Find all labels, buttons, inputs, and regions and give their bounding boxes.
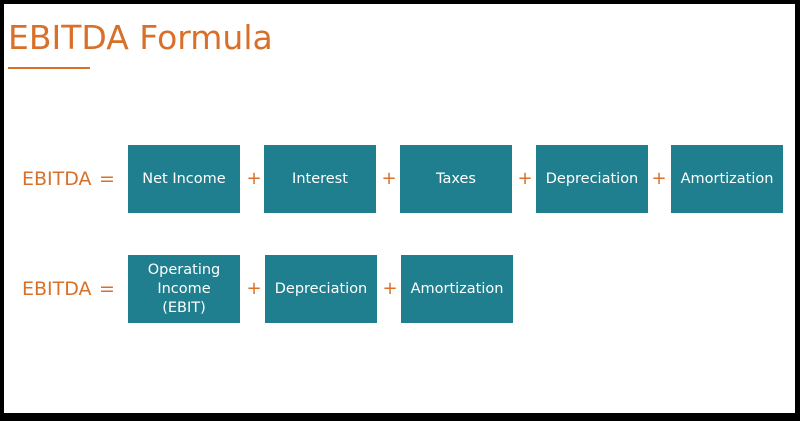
plus-sign: + <box>517 168 533 189</box>
plus-sign: + <box>246 278 262 299</box>
plus-sign: + <box>382 278 398 299</box>
plus-sign: + <box>651 168 667 189</box>
term-depreciation: Depreciation <box>265 255 377 323</box>
slide: EBITDA Formula EBITDA = Net Income + Int… <box>4 4 795 413</box>
title-underline <box>8 67 90 69</box>
term-taxes: Taxes <box>400 145 512 213</box>
term-net-income: Net Income <box>128 145 240 213</box>
term-amortization: Amortization <box>401 255 513 323</box>
formula-1-equals: = <box>99 168 115 190</box>
plus-sign: + <box>381 168 397 189</box>
formula-row-1: EBITDA = Net Income + Interest + Taxes +… <box>4 145 795 213</box>
plus-sign: + <box>246 168 262 189</box>
term-amortization: Amortization <box>671 145 783 213</box>
formula-1-lhs: EBITDA <box>22 168 92 190</box>
term-depreciation: Depreciation <box>536 145 648 213</box>
term-operating-income: Operating Income (EBIT) <box>128 255 240 323</box>
slide-title: EBITDA Formula <box>8 18 273 57</box>
formula-row-2: EBITDA = Operating Income (EBIT) + Depre… <box>4 255 795 323</box>
formula-2-equals: = <box>99 278 115 300</box>
formula-2-lhs: EBITDA <box>22 278 92 300</box>
term-interest: Interest <box>264 145 376 213</box>
